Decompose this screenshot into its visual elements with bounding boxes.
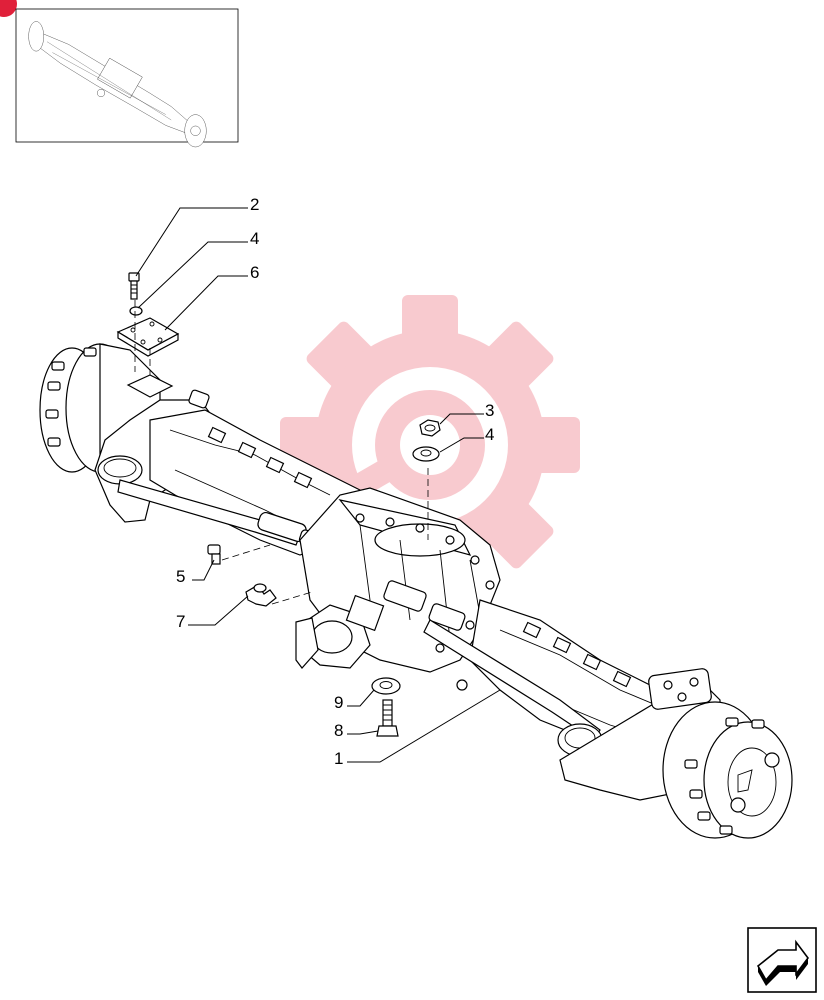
callout-4-upper: 4 xyxy=(250,229,259,248)
bolt-part-8 xyxy=(376,699,399,737)
next-page-arrow-icon[interactable] xyxy=(747,927,817,993)
washer-part-4-lower xyxy=(412,446,440,462)
callout-labels: 2 4 6 3 4 5 7 9 8 1 xyxy=(176,195,494,768)
callout-5: 5 xyxy=(176,567,185,586)
differential-housing xyxy=(295,487,501,691)
thumbnail-overview-icon[interactable] xyxy=(15,8,239,148)
callout-7: 7 xyxy=(176,612,185,631)
callout-1: 1 xyxy=(334,749,343,768)
callout-3: 3 xyxy=(485,401,494,420)
breather-part-5 xyxy=(207,544,271,565)
washer-part-9 xyxy=(371,677,401,695)
callout-4-lower: 4 xyxy=(485,425,494,444)
corner-badge-icon xyxy=(0,0,17,17)
front-axle-assembly xyxy=(39,343,793,839)
callout-8: 8 xyxy=(334,721,343,740)
callout-9: 9 xyxy=(334,693,343,712)
callout-6: 6 xyxy=(250,263,259,282)
right-wheel-hub xyxy=(662,701,793,839)
mounting-plate-part-6 xyxy=(116,300,180,390)
callout-leaders xyxy=(135,207,501,763)
elbow-fitting-part-7 xyxy=(245,583,313,607)
nut-part-3 xyxy=(419,419,441,437)
washer-part-4-upper xyxy=(129,306,143,316)
callout-2: 2 xyxy=(250,195,259,214)
bolt-part-2 xyxy=(128,272,140,300)
